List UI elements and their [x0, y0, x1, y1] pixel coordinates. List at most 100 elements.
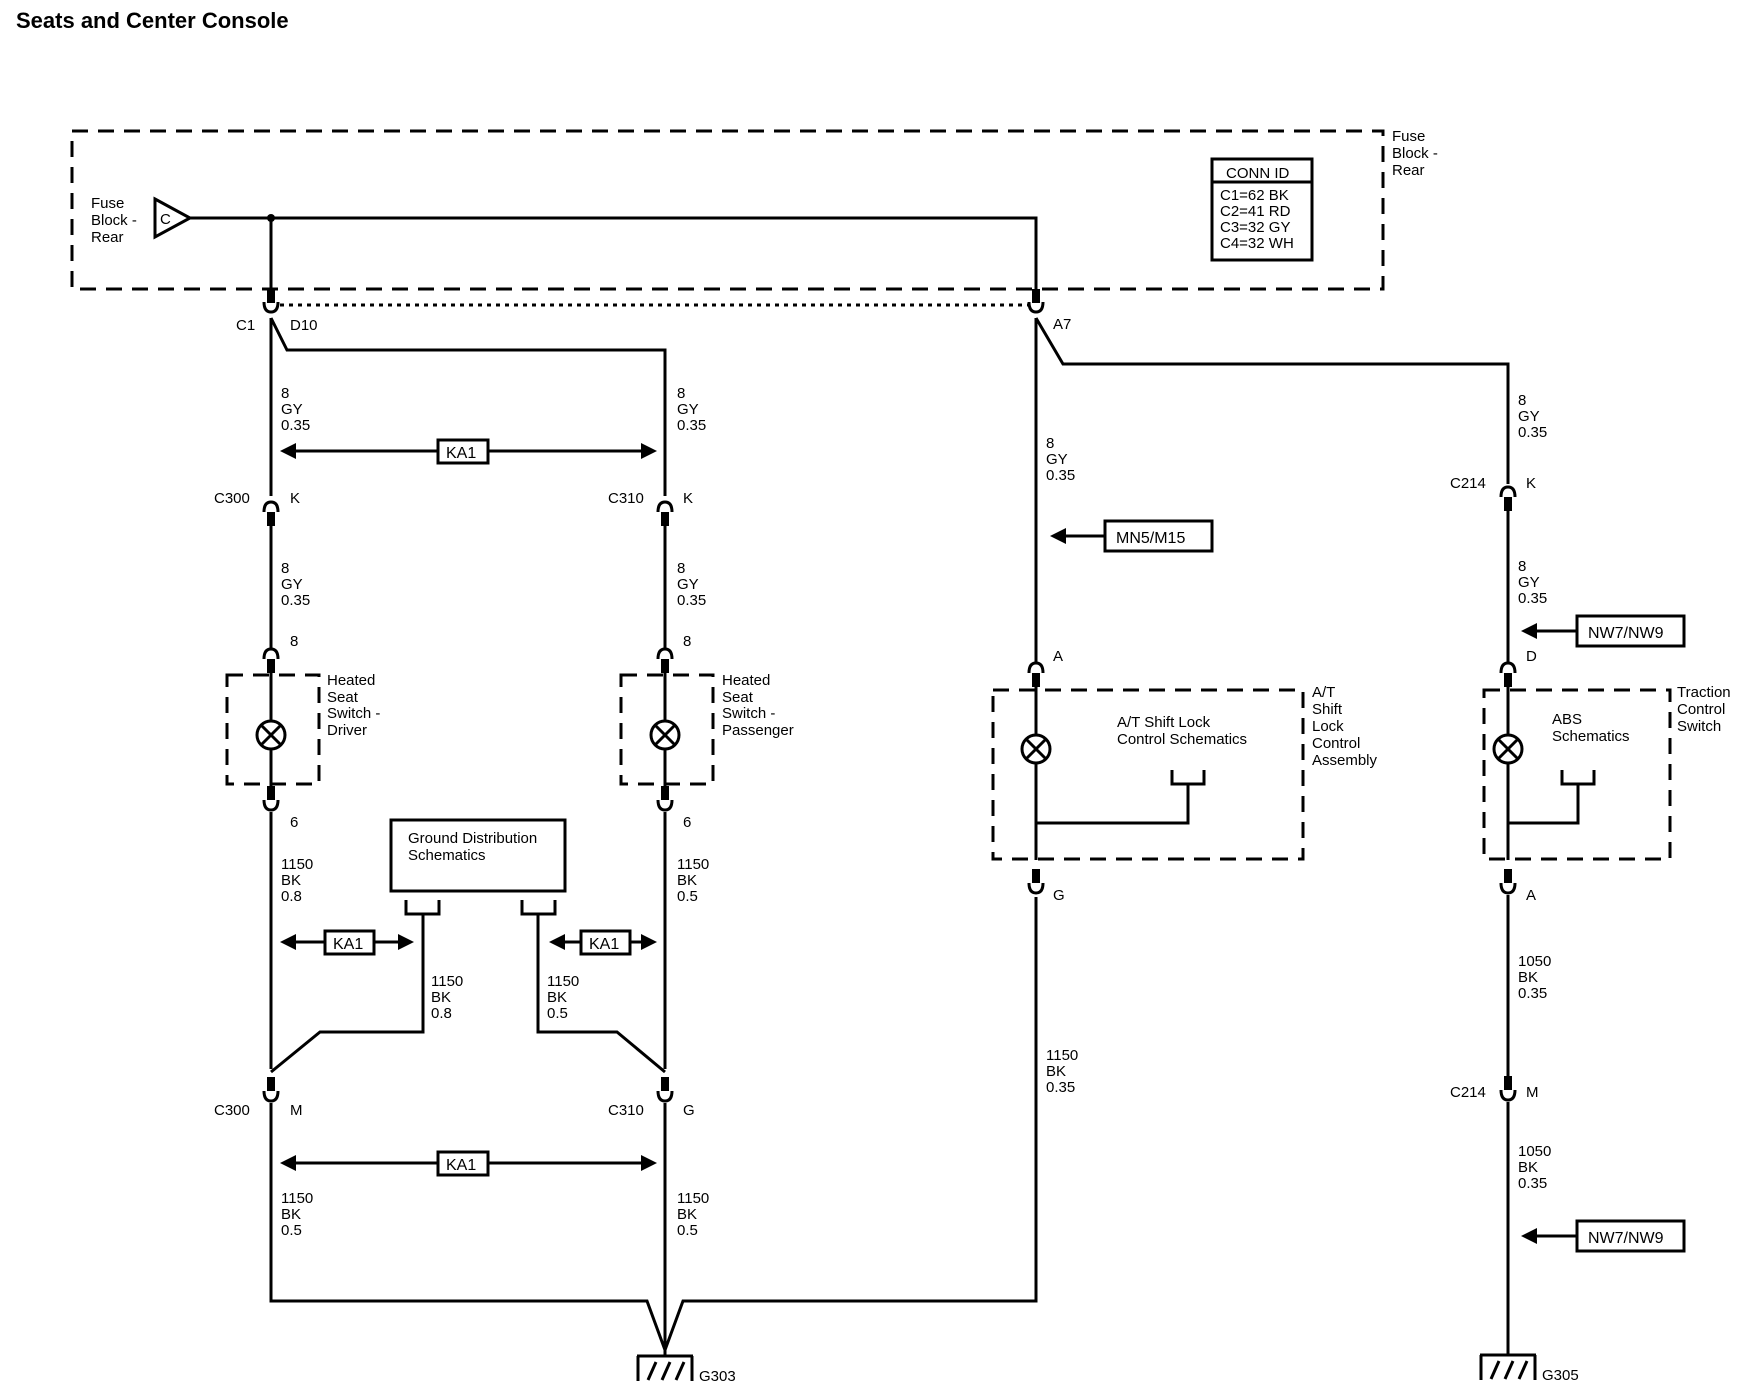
- connector-passenger-6-icon: [656, 799, 674, 812]
- arrow-left-icon: [1521, 1228, 1537, 1244]
- arrow-right-icon: [641, 1155, 657, 1171]
- connector-a7-icon: [1027, 301, 1045, 314]
- fuse-source-label-2: Block -: [91, 212, 137, 229]
- ka1-box-bottom: [436, 1150, 490, 1177]
- connector-c300-label-top: C300: [214, 490, 250, 507]
- wire-bk-label-6b: BK: [677, 1206, 697, 1223]
- wire-gy-label-2c: 0.35: [677, 417, 706, 434]
- connector-c310-k-pin-icon: [661, 512, 669, 526]
- traction-label-2: Control: [1677, 701, 1725, 718]
- ka1-label-mid-left: KA1: [333, 936, 363, 953]
- arrow-right-icon: [398, 934, 414, 950]
- connector-shiftlock-g-pin-icon: [1032, 869, 1040, 883]
- traction-label-1: Traction: [1677, 684, 1731, 701]
- ka1-label-mid-right: KA1: [589, 936, 619, 953]
- wire-gy-label-4c: 0.35: [677, 592, 706, 609]
- lamp-shiftlock-x-icon: [1024, 737, 1048, 761]
- connector-traction-a-icon: [1499, 882, 1517, 895]
- connector-driver-8-label: 8: [290, 633, 298, 650]
- shiftlock-label-2: Shift: [1312, 701, 1343, 718]
- connector-c300-m-icon: [262, 1090, 280, 1103]
- connector-passenger-6-label: 6: [683, 814, 691, 831]
- shiftlock-label-4: Control: [1312, 735, 1360, 752]
- connector-c310-label-bottom: C310: [608, 1102, 644, 1119]
- driver-to-g303-wire: [269, 1103, 667, 1351]
- wire-gy-label-2a: 8: [677, 385, 685, 402]
- connector-passenger-8-pin-icon: [661, 659, 669, 673]
- connector-m-label-2: M: [1526, 1084, 1539, 1101]
- arrow-right-icon: [641, 443, 657, 459]
- wire-gy-label-7c: 0.35: [1518, 590, 1547, 607]
- connector-c300-label-bottom: C300: [214, 1102, 250, 1119]
- connector-shiftlock-a-icon: [1027, 661, 1045, 674]
- wire-bk-label-5b: BK: [281, 1206, 301, 1223]
- conn-id-row-1: C1=62 BK: [1220, 187, 1289, 204]
- wire-bk-label-8c: 0.35: [1518, 985, 1547, 1002]
- lamp-driver-x-icon: [259, 723, 283, 747]
- fuse-bus-wire: [190, 216, 1038, 289]
- lamp-passenger-x-icon: [653, 723, 677, 747]
- connector-m-label-1: M: [290, 1102, 303, 1119]
- fuse-source-label-1: Fuse: [91, 195, 124, 212]
- connector-driver-6-pin-icon: [267, 786, 275, 800]
- connector-c310-g-icon: [656, 1090, 674, 1103]
- shiftlock-label-3: Lock: [1312, 718, 1344, 735]
- arrow-left-icon: [1521, 623, 1537, 639]
- connector-traction-d-icon: [1499, 661, 1517, 674]
- wire-bk-label-6c: 0.5: [677, 1222, 698, 1239]
- mn5-label: MN5/M15: [1116, 530, 1185, 547]
- connector-shiftlock-a-pin-icon: [1032, 673, 1040, 687]
- ground-dist-wire-right: [536, 914, 666, 1074]
- connector-shiftlock-g-label: G: [1053, 887, 1065, 904]
- fuse-source-triangle-icon: [153, 196, 194, 240]
- connector-driver-6-icon: [262, 799, 280, 812]
- wire-bk-label-4b: BK: [547, 989, 567, 1006]
- wire-gy-label-5b: GY: [1046, 451, 1068, 468]
- wire-bk-label-4a: 1150: [547, 973, 579, 990]
- traction-feed-wire: [1034, 317, 1510, 484]
- wire-bk-label-8b: BK: [1518, 969, 1538, 986]
- wire-gy-label-4a: 8: [677, 560, 685, 577]
- shiftlock-label-1: A/T: [1312, 684, 1335, 701]
- wire-gy-label-1c: 0.35: [281, 417, 310, 434]
- wire-gy-label-2b: GY: [677, 401, 699, 418]
- connector-c214-m-pin-icon: [1504, 1076, 1512, 1090]
- heated-seat-passenger-label-2: Seat: [722, 689, 754, 706]
- fuse-block-corner-label-2: Block -: [1392, 145, 1438, 162]
- wire-bk-label-9a: 1050: [1518, 1143, 1551, 1160]
- wire-gy-label-1a: 8: [281, 385, 289, 402]
- connector-c1-icon: [262, 301, 280, 314]
- abs-inner-label-2: Schematics: [1552, 728, 1630, 745]
- arrow-left-icon: [1050, 528, 1066, 544]
- wire-bk-label-2a: 1150: [677, 856, 709, 873]
- fuse-block-corner-label-1: Fuse: [1392, 128, 1425, 145]
- connector-c300-k-icon: [262, 500, 280, 513]
- heated-seat-passenger-label-1: Heated: [722, 672, 770, 689]
- wire-gy-label-3c: 0.35: [281, 592, 310, 609]
- connector-c310-g-pin-icon: [661, 1077, 669, 1091]
- heated-seat-driver-label-2: Seat: [327, 689, 359, 706]
- fuse-block-enclosure: [70, 129, 1385, 291]
- connector-driver-8-pin-icon: [267, 659, 275, 673]
- connector-c310-k-icon: [656, 500, 674, 513]
- ka1-label-bottom: KA1: [446, 1157, 476, 1174]
- ground-distribution-label-1: Ground Distribution: [408, 830, 537, 847]
- connector-traction-d-pin-icon: [1504, 673, 1512, 687]
- heated-seat-driver-enclosure: [225, 673, 321, 786]
- connector-c214-k-icon: [1499, 485, 1517, 498]
- fuse-source-label-3: Rear: [91, 229, 124, 246]
- ka1-box-mid-left: [323, 929, 376, 956]
- ground-distribution-label-2: Schematics: [408, 847, 486, 864]
- lamp-traction-x-icon: [1496, 737, 1520, 761]
- fuse-source-pin: C: [160, 211, 171, 228]
- wire-bk-label-1a: 1150: [281, 856, 313, 873]
- wire-gy-label-7a: 8: [1518, 558, 1526, 575]
- abs-inner-label-1: ABS: [1552, 711, 1582, 728]
- nw7-box-top: [1575, 614, 1686, 648]
- wire-gy-label-1b: GY: [281, 401, 303, 418]
- wire-bk-label-1b: BK: [281, 872, 301, 889]
- connector-c1-pin-icon: [267, 289, 275, 303]
- heated-seat-driver-label-4: Driver: [327, 722, 367, 739]
- traction-tab-icon: [1508, 770, 1596, 825]
